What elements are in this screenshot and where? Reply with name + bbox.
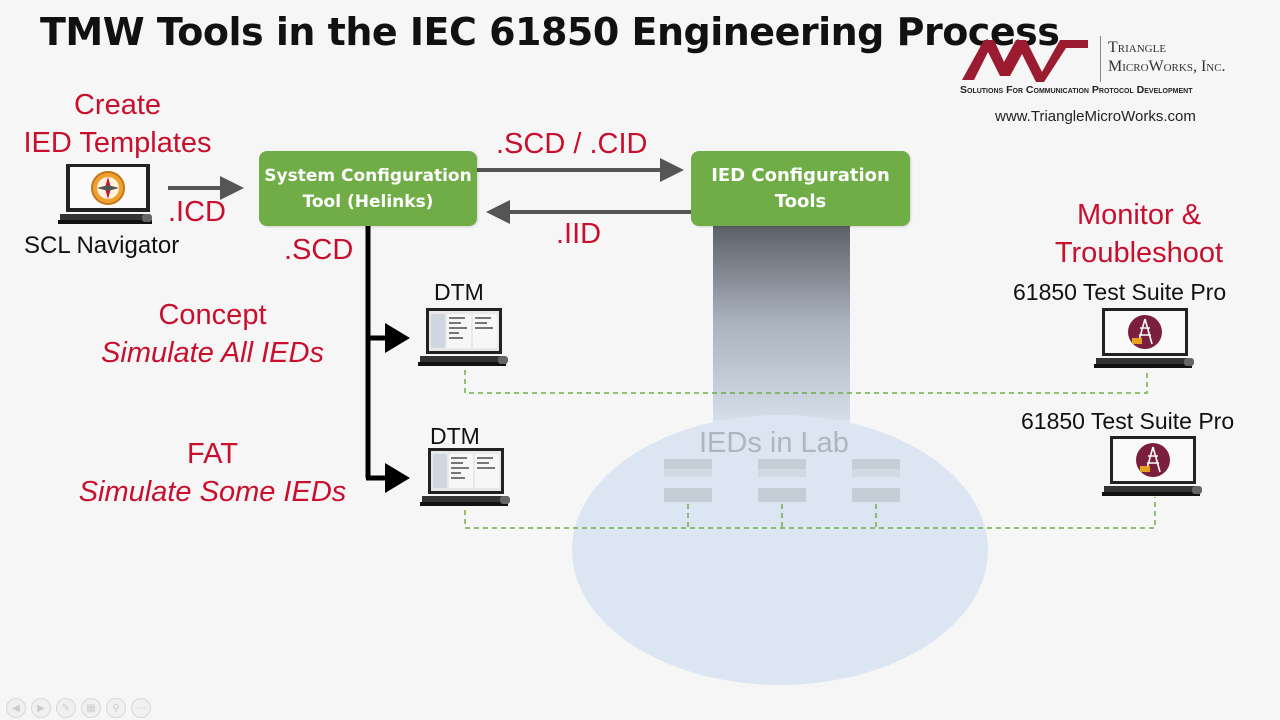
- create-heading: Create IED Templates: [10, 86, 225, 162]
- lab-area: [572, 415, 988, 685]
- ied-tools-line2: Tools: [774, 190, 827, 212]
- tmw-logo-mark-icon: [962, 40, 1088, 82]
- scl-navigator-label: SCL Navigator: [24, 232, 180, 259]
- create-line2: IED Templates: [23, 127, 212, 159]
- company-logo: Triangle MicroWorks, Inc. Solutions For …: [960, 34, 1260, 134]
- test-suite2-computer: [1102, 436, 1202, 496]
- previous-slide-icon[interactable]: ◀: [6, 698, 26, 718]
- test-suite1-label: 61850 Test Suite Pro: [1013, 279, 1227, 305]
- fat-line1: FAT: [186, 438, 239, 470]
- dtm2-label: DTM: [430, 423, 480, 449]
- logo-tagline: Solutions For Communication Protocol Dev…: [960, 84, 1193, 96]
- iid-label: .IID: [556, 218, 602, 250]
- ied-device: [852, 459, 900, 502]
- create-line1: Create: [73, 89, 162, 121]
- scl-navigator-computer: [58, 164, 152, 224]
- network-line-2: [464, 497, 1156, 529]
- next-slide-icon[interactable]: ▶: [31, 698, 51, 718]
- test-suite2-label: 61850 Test Suite Pro: [1021, 408, 1235, 434]
- light-beam: [713, 226, 850, 436]
- monitor-line1: Monitor &: [1076, 199, 1202, 231]
- ied-configuration-tools-box[interactable]: IED Configuration Tools: [691, 151, 910, 226]
- ieds-in-lab-label: IEDs in Lab: [699, 427, 849, 459]
- fat-heading: FAT Simulate Some IEDs: [60, 435, 365, 511]
- ied-tools-line1: IED Configuration: [711, 164, 890, 186]
- system-tool-line1: System Configuration: [264, 165, 472, 186]
- dtm1-label: DTM: [434, 279, 484, 305]
- logo-name-line2: MicroWorks, Inc.: [1108, 58, 1226, 75]
- ied-device: [664, 459, 712, 502]
- logo-url[interactable]: www.TriangleMicroWorks.com: [995, 108, 1196, 125]
- fat-line2: Simulate Some IEDs: [78, 476, 347, 508]
- network-line-1: [464, 370, 1148, 394]
- system-tool-line2: Tool (Helinks): [302, 191, 434, 212]
- logo-name-line1: Triangle: [1108, 39, 1167, 56]
- dtm2-computer: [420, 448, 510, 506]
- more-options-icon[interactable]: ⋯: [131, 698, 151, 718]
- pen-icon[interactable]: ✎: [56, 698, 76, 718]
- slide-title: TMW Tools in the IEC 61850 Engineering P…: [40, 10, 1060, 54]
- slideshow-controls: ◀ ▶ ✎ ▦ ⚲ ⋯: [6, 698, 151, 718]
- dtm1-computer: [418, 308, 508, 366]
- test-suite1-computer: [1094, 308, 1194, 368]
- scd-cid-label: .SCD / .CID: [496, 128, 648, 160]
- zoom-icon[interactable]: ⚲: [106, 698, 126, 718]
- monitor-heading: Monitor & Troubleshoot: [1030, 196, 1248, 272]
- concept-heading: Concept Simulate All IEDs: [80, 296, 345, 372]
- scd-label: .SCD: [284, 234, 354, 266]
- system-configuration-tool-box[interactable]: System Configuration Tool (Helinks): [259, 151, 477, 226]
- ied-device: [758, 459, 806, 502]
- slides-grid-icon[interactable]: ▦: [81, 698, 101, 718]
- icd-label: .ICD: [168, 196, 226, 228]
- concept-line1: Concept: [158, 299, 267, 331]
- monitor-line2: Troubleshoot: [1054, 237, 1224, 269]
- concept-line2: Simulate All IEDs: [101, 337, 324, 369]
